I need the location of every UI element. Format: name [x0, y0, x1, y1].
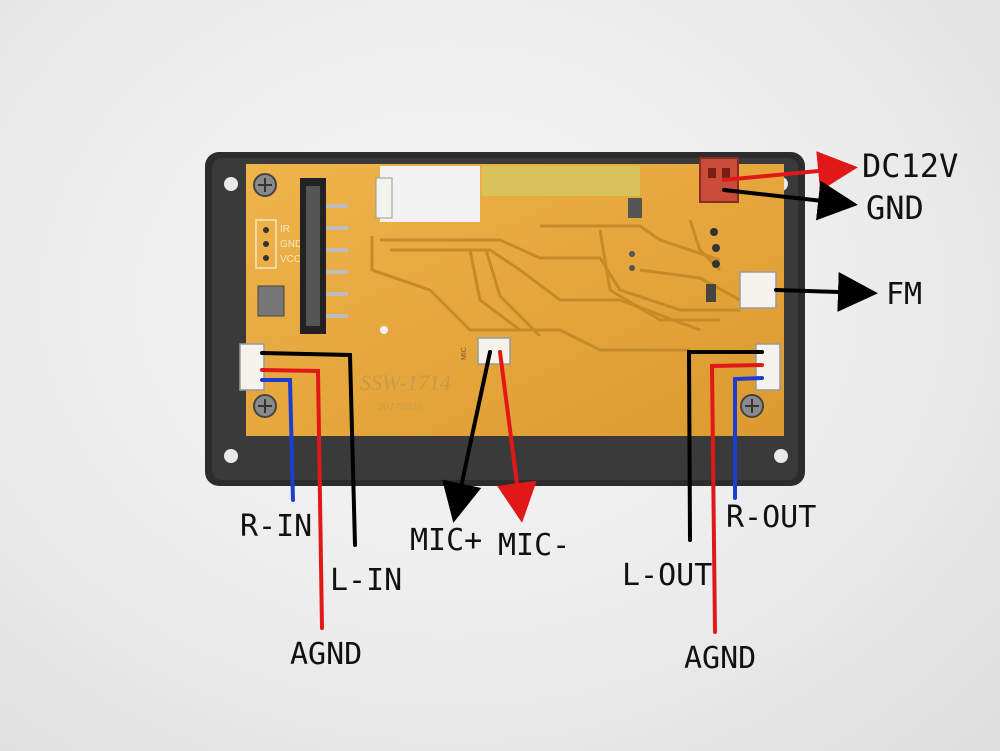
wire-mic-plus [442, 350, 492, 523]
header-label-vcc: VCC [280, 254, 301, 265]
label-fm: FM [886, 277, 923, 312]
wire-mic-minus [497, 350, 537, 523]
header-label-gnd: GND [280, 239, 302, 250]
label-agnd-left: AGND [290, 637, 363, 672]
frame-hole-top-left [224, 177, 238, 191]
ribbon-pins [326, 204, 348, 318]
frame-hole-bottom-right [774, 449, 788, 463]
label-l-out: L-OUT [622, 558, 713, 593]
switch-component [257, 285, 285, 317]
display-cutout [380, 166, 480, 222]
mic-connector [477, 337, 511, 365]
screw-bottom-right [740, 394, 764, 418]
wire-agnd-right [709, 363, 764, 634]
wiring-lines [260, 151, 878, 634]
label-agnd-right: AGND [684, 641, 757, 676]
screw-top-left [253, 173, 277, 197]
wire-agnd-left [260, 368, 324, 630]
header-label-ir: IR [280, 224, 290, 235]
wire-l-in [260, 351, 357, 547]
label-gnd: GND [866, 189, 924, 227]
label-r-in: R-IN [240, 509, 313, 544]
label-mic-plus: MIC+ [410, 523, 483, 558]
pcb-board: IR GND VCC [239, 157, 784, 436]
antenna-strip [482, 166, 640, 196]
audio-in-connector [239, 343, 265, 391]
smd-component [628, 198, 642, 218]
frame-hole-bottom-left [224, 449, 238, 463]
wire-r-in [260, 378, 295, 502]
fm-connector [739, 271, 777, 309]
wire-fm [774, 271, 878, 312]
screw-bottom-left [253, 394, 277, 418]
ribbon-connector [300, 178, 326, 334]
top-small-connector [375, 177, 393, 219]
label-dc12v: DC12V [862, 147, 959, 185]
label-r-out: R-OUT [726, 500, 817, 535]
wire-gnd [722, 180, 858, 221]
label-mic-minus: MIC- [498, 528, 571, 563]
wire-r-out [733, 376, 764, 500]
board-model-text: SSW-1714 [360, 370, 451, 395]
wire-l-out [686, 350, 764, 542]
label-l-in: L-IN [330, 563, 403, 598]
wire-dc12v [722, 151, 858, 191]
board-date-text: 20170925 [378, 401, 423, 413]
mic-pin-label: MIC [461, 347, 468, 360]
